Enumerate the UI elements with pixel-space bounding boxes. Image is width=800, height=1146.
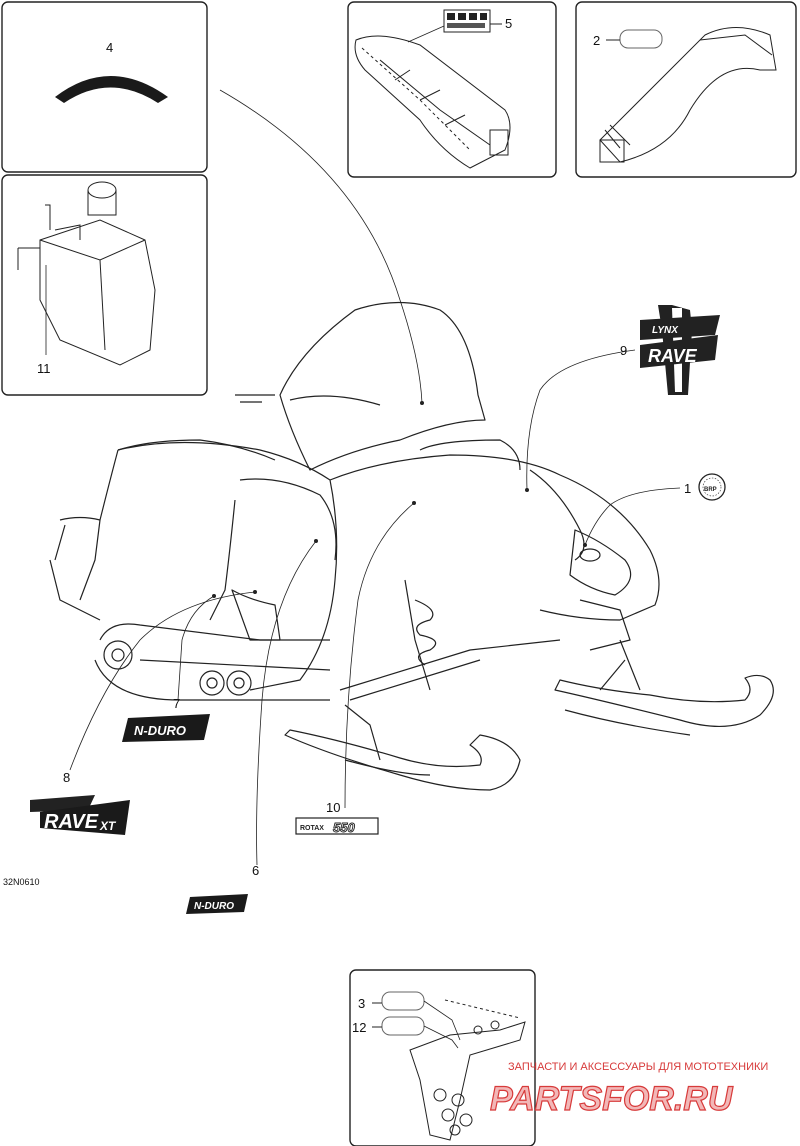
warning-label-5 [443,9,491,33]
svg-text:BRP: BRP [704,487,717,493]
callout-12: 12 [352,1020,366,1035]
leader-dots [212,401,587,598]
callout-1: 1 [684,481,691,496]
decal-9-lynx-rave: LYNX RAVE [640,305,720,395]
inset-box-11 [1,174,208,396]
decal-3-blank [381,991,425,1011]
callout-6: 6 [252,863,259,878]
callout-3: 3 [358,996,365,1011]
bracket-drawing [409,999,526,1141]
svg-text:N-DURO: N-DURO [134,723,186,738]
decal-8-rave-xt: RAVE XT [30,795,130,835]
inset-box-3-12 [349,969,536,1146]
callout-11: 11 [37,361,51,376]
svg-text:RAVE: RAVE [44,811,99,833]
callout-7: 7 [173,696,180,711]
decal-1-brp-emblem: BRP [698,473,726,501]
svg-text:N-DURO: N-DURO [194,901,234,912]
watermark-tagline: ЗАПЧАСТИ И АКСЕССУАРЫ ДЛЯ МОТОТЕХНИКИ [508,1061,768,1073]
decal-7-n-duro: N-DURO [122,714,210,742]
svg-text:XT: XT [99,819,117,833]
svg-text:ROTAX: ROTAX [300,825,324,832]
diagram-code: 32N0610 [3,877,40,887]
snowmobile-drawing [49,301,774,791]
callout-2: 2 [593,33,600,48]
svg-text:RAVE: RAVE [648,346,698,366]
callout-5: 5 [505,16,512,31]
rear-flap-drawing [599,27,777,163]
callout-10: 10 [326,800,340,815]
decal-2-blank [619,29,663,49]
callout-9: 9 [620,343,627,358]
inset-box-5 [347,1,557,178]
callout-4: 4 [106,40,113,55]
decal-4-arc [55,76,168,103]
decal-10-rotax-550: ROTAX 550 [295,817,379,835]
leader-lines [69,89,681,866]
decal-12-blank [381,1016,425,1036]
decal-6-n-duro-small: N-DURO [186,894,248,914]
inset-box-4 [1,1,208,173]
svg-text:LYNX: LYNX [652,325,679,336]
oil-tank-drawing [17,181,156,366]
watermark-brand: PARTSFOR.RU [490,1080,734,1118]
callout-8: 8 [63,770,70,785]
svg-text:550: 550 [333,820,355,835]
inset-box-2 [575,1,797,178]
seat-drawing [354,35,511,169]
